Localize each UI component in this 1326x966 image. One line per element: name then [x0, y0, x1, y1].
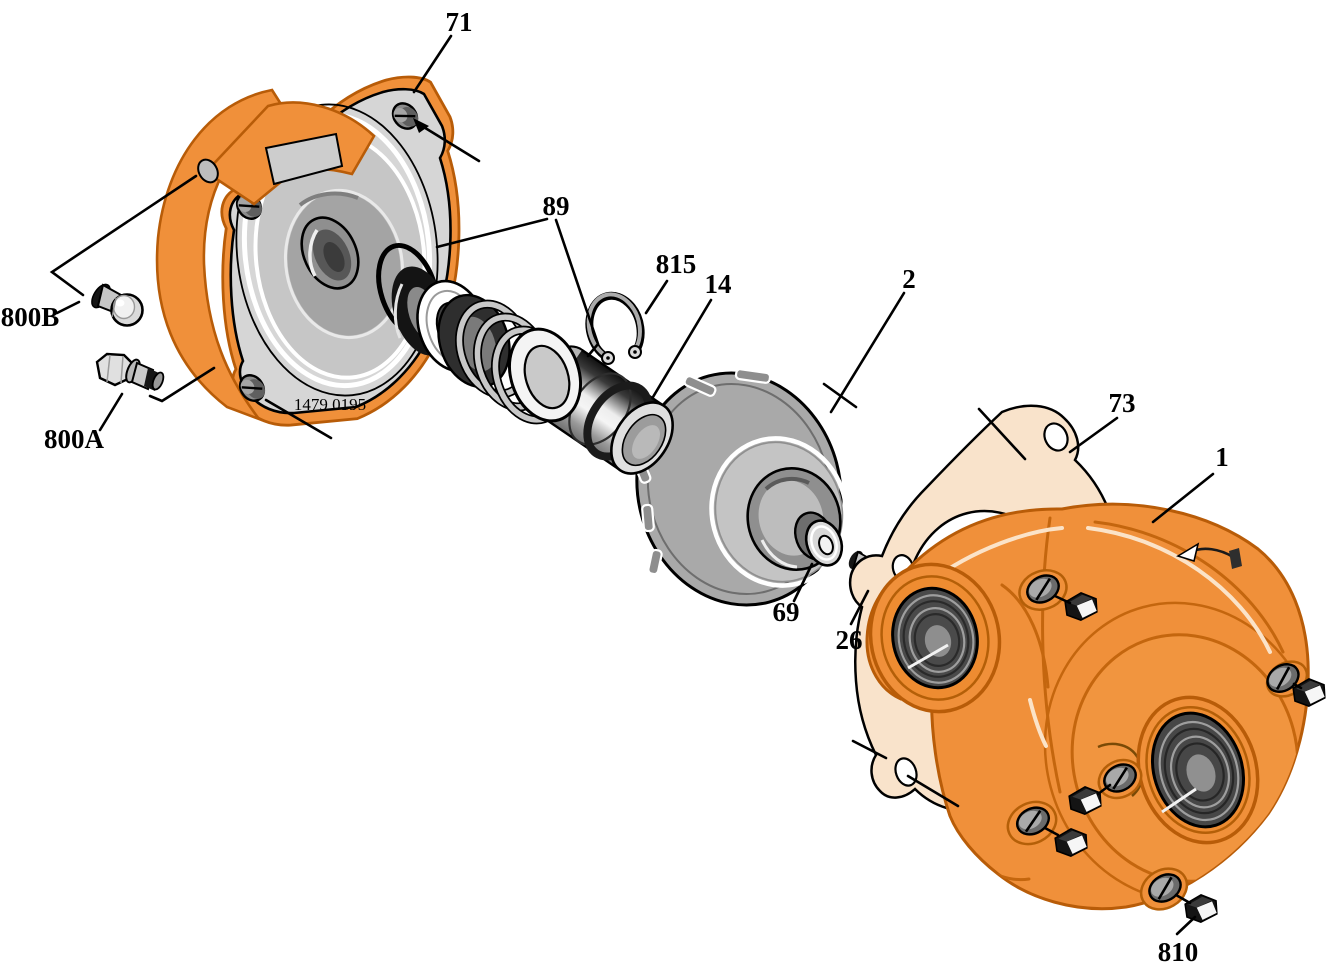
part-number-stamp: 1479 0195 — [294, 395, 366, 414]
callout-26: 26 — [836, 625, 863, 655]
callout-14: 14 — [705, 269, 732, 299]
snap-ring-815 — [585, 291, 645, 365]
bolt-800A — [95, 352, 165, 391]
rotation-arrow-icon — [1176, 542, 1242, 569]
seal-plate-71 — [228, 87, 452, 415]
callout-89: 89 — [543, 191, 570, 221]
hub-washer-69 — [793, 511, 844, 567]
callout-73: 73 — [1109, 388, 1136, 418]
gasket-bolt-hole — [1043, 422, 1069, 452]
callout-800A: 800A — [44, 424, 105, 454]
callout-2: 2 — [902, 264, 916, 294]
bolt-800B — [91, 283, 144, 327]
callout-69: 69 — [773, 597, 800, 627]
discharge-port — [1136, 695, 1260, 845]
callout-815: 815 — [656, 249, 697, 279]
bracket-strap — [197, 101, 376, 206]
callout-810: 810 — [1158, 937, 1199, 966]
bracket-bolt-hole — [197, 158, 219, 184]
leader-lines — [49, 34, 1303, 936]
callout-1: 1 — [1215, 442, 1229, 472]
pump-housing-1 — [865, 502, 1310, 911]
callout-800B: 800B — [1, 302, 60, 332]
plug-bosses — [1006, 568, 1309, 911]
impeller-2 — [632, 368, 849, 607]
callout-labels: 71 800B 800A 1479 0195 89 815 14 2 73 1 … — [1, 7, 1229, 966]
suction-port — [868, 562, 1002, 714]
seal-retainer-ring-89 — [508, 327, 582, 423]
callout-71: 71 — [446, 7, 473, 37]
